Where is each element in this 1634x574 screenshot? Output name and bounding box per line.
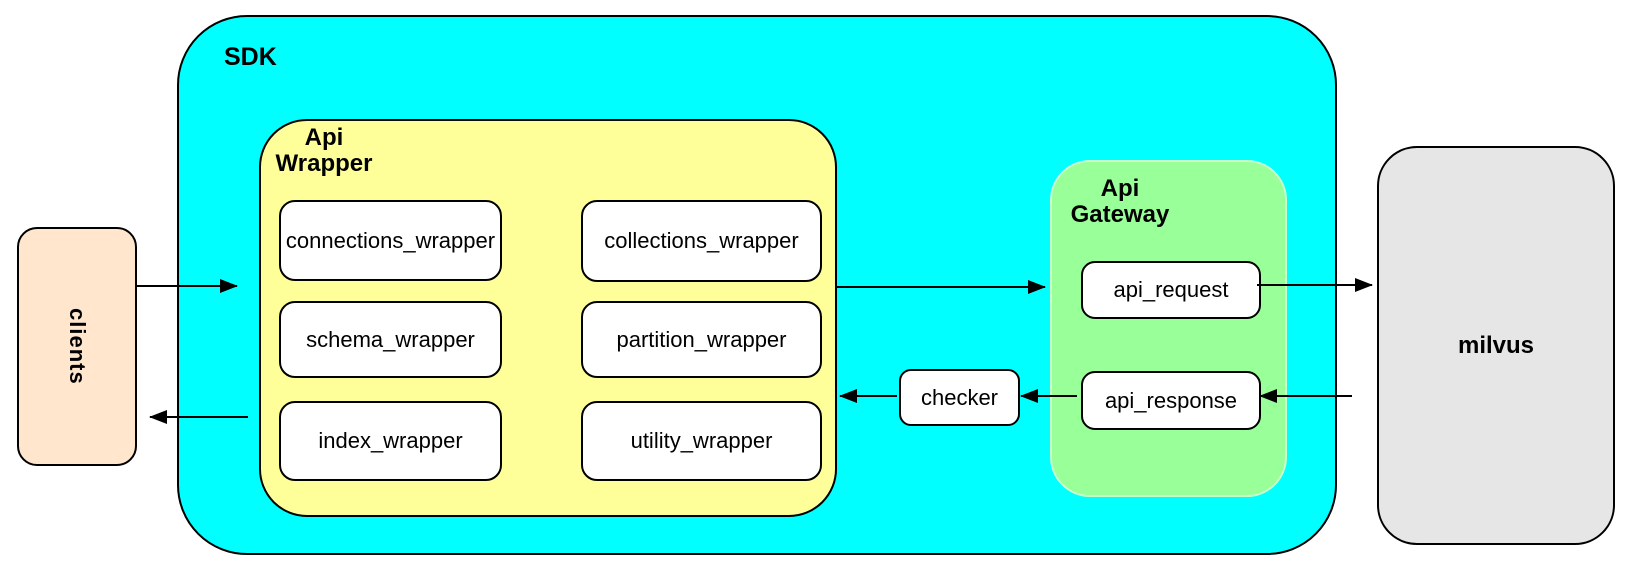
api-wrapper-title-line2: Wrapper [275,150,373,177]
api-gateway-title-line1: Api [1100,175,1140,202]
clients-node: clients [17,227,137,466]
api-wrapper-container: Api Wrapper connections_wrapper collecti… [259,119,837,517]
clients-label: clients [65,308,90,385]
utility-wrapper-node: utility_wrapper [581,401,822,481]
index-wrapper-node: index_wrapper [279,401,502,481]
api-gateway-title: Api Gateway [1052,176,1188,228]
schema-wrapper-node: schema_wrapper [279,301,502,378]
connections-wrapper-node: connections_wrapper [279,200,502,281]
checker-node: checker [899,369,1020,426]
api-request-node: api_request [1081,261,1261,319]
milvus-label: milvus [1457,331,1535,359]
sdk-title: SDK [224,43,277,71]
collections-wrapper-node: collections_wrapper [581,200,822,282]
api-response-node: api_response [1081,371,1261,430]
api-gateway-title-line2: Gateway [1070,201,1170,228]
api-gateway-container: Api Gateway api_request api_response [1050,160,1287,497]
sdk-container: SDK Api Wrapper connections_wrapper coll… [177,15,1337,555]
api-wrapper-title: Api Wrapper [261,125,387,177]
partition-wrapper-node: partition_wrapper [581,301,822,378]
milvus-node: milvus [1377,146,1615,545]
api-wrapper-title-line1: Api [304,124,344,151]
